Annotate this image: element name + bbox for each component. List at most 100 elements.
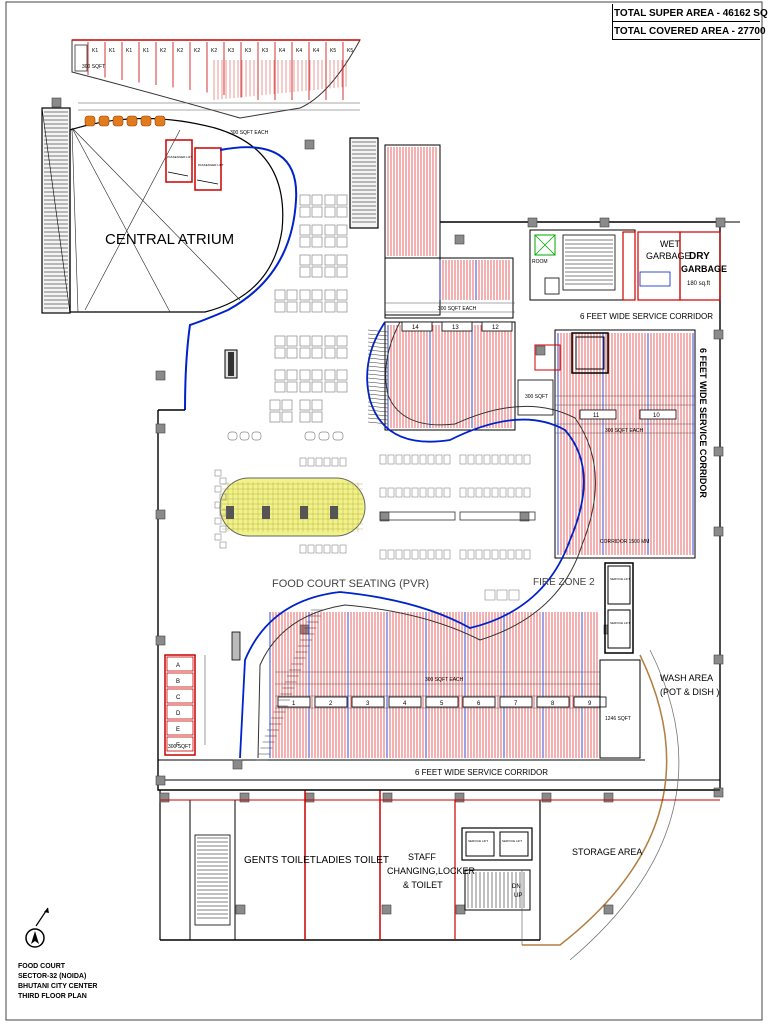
table-seat bbox=[214, 501, 222, 509]
structural-column bbox=[535, 345, 546, 356]
table-seat bbox=[311, 194, 323, 206]
bench-seat bbox=[515, 487, 523, 498]
structural-column bbox=[159, 792, 170, 803]
bench-seat bbox=[379, 454, 387, 465]
table-seat bbox=[299, 544, 307, 554]
central-atrium-area bbox=[41, 107, 298, 411]
bench-seat bbox=[515, 549, 523, 560]
table-seat bbox=[336, 224, 348, 236]
table-seat bbox=[299, 411, 311, 423]
structural-column bbox=[713, 654, 724, 665]
kiosk-label: K3 bbox=[262, 48, 268, 54]
bench-seat bbox=[459, 549, 467, 560]
bench-seat bbox=[443, 454, 451, 465]
kiosk-label: K2 bbox=[194, 48, 200, 54]
table-seat bbox=[307, 544, 315, 554]
kiosk-letter: B bbox=[176, 679, 180, 685]
structural-column bbox=[155, 423, 166, 434]
structural-column bbox=[304, 792, 315, 803]
shop-number: 13 bbox=[452, 325, 459, 331]
bench-seat bbox=[403, 549, 411, 560]
label-1246-sqft: 1246 SQFT bbox=[605, 716, 631, 722]
table-seat bbox=[324, 369, 336, 381]
table-seat bbox=[339, 544, 347, 554]
counter-tick bbox=[367, 369, 389, 373]
label-staff-changing-3: & TOILET bbox=[403, 880, 443, 890]
north-arrow-icon bbox=[25, 907, 49, 948]
bench-seat bbox=[411, 549, 419, 560]
structural-column bbox=[603, 904, 614, 915]
shop-box bbox=[441, 321, 473, 332]
table-seat bbox=[219, 525, 227, 533]
counter-tick bbox=[367, 389, 389, 393]
bench-seat bbox=[467, 549, 475, 560]
shop-number: 1 bbox=[292, 701, 296, 707]
table-seat bbox=[274, 335, 286, 347]
lift-label: SERVICE LIFT bbox=[502, 839, 522, 843]
table-seat bbox=[274, 289, 286, 301]
kiosk-label: K2 bbox=[177, 48, 183, 54]
structural-column bbox=[299, 624, 310, 635]
bench-seat bbox=[499, 549, 507, 560]
table-seat bbox=[274, 369, 286, 381]
table-seat bbox=[299, 206, 311, 218]
table-seat bbox=[332, 431, 344, 441]
kiosk-label: K2 bbox=[160, 48, 166, 54]
label-each-300-a: 300 SQFT EACH bbox=[230, 130, 269, 136]
bench-seat bbox=[459, 454, 467, 465]
structural-column bbox=[155, 509, 166, 520]
counter-tick bbox=[367, 417, 389, 421]
table-seat bbox=[323, 457, 331, 467]
table-seat bbox=[214, 517, 222, 525]
structural-column bbox=[715, 217, 726, 228]
shop-box bbox=[462, 696, 496, 708]
kiosk-letter: F bbox=[176, 743, 180, 749]
total-super-area: TOTAL SUPER AREA - 46162 SQFT bbox=[614, 8, 768, 19]
bottom-rooms bbox=[160, 789, 720, 945]
bench-seat bbox=[475, 549, 483, 560]
table-seat bbox=[324, 301, 336, 313]
bench-seat bbox=[523, 549, 531, 560]
table-seat bbox=[299, 266, 311, 278]
shop-number: 3 bbox=[366, 701, 370, 707]
label-wet-garbage: WET bbox=[660, 239, 680, 249]
bench-seat bbox=[475, 487, 483, 498]
bench-seat bbox=[523, 454, 531, 465]
bench-seat bbox=[395, 487, 403, 498]
counter-tick bbox=[367, 421, 389, 425]
bench-seat bbox=[496, 589, 508, 601]
shop-box bbox=[425, 696, 459, 708]
bench-seat bbox=[411, 487, 419, 498]
table-seat bbox=[299, 289, 311, 301]
label-dry-garbage-area: 180 sq.ft bbox=[687, 281, 710, 287]
table-seat bbox=[281, 399, 293, 411]
structural-column bbox=[454, 234, 465, 245]
bench-seat bbox=[403, 454, 411, 465]
atrium-kiosk bbox=[84, 115, 96, 127]
table-seat bbox=[324, 236, 336, 248]
bench-seat bbox=[467, 487, 475, 498]
bench-seat bbox=[419, 487, 427, 498]
table-seat bbox=[286, 369, 298, 381]
shop-box bbox=[639, 409, 677, 420]
table-seat bbox=[274, 381, 286, 393]
structural-column bbox=[527, 217, 538, 228]
kiosk-label: K4 bbox=[279, 48, 285, 54]
table-seat bbox=[315, 457, 323, 467]
bench-seat bbox=[387, 454, 395, 465]
bench-seat bbox=[507, 549, 515, 560]
table-seat bbox=[311, 236, 323, 248]
table-seat bbox=[324, 266, 336, 278]
table-seat bbox=[219, 477, 227, 485]
label-central-atrium: CENTRAL ATRIUM bbox=[105, 231, 234, 248]
bench-seat bbox=[507, 454, 515, 465]
table-seat bbox=[311, 206, 323, 218]
shop-number: 14 bbox=[412, 325, 419, 331]
kiosk-cell bbox=[166, 720, 194, 736]
label-corridor-1500: CORRIDOR 1500 MM bbox=[600, 539, 649, 545]
bench-seat bbox=[467, 454, 475, 465]
bench-seat bbox=[435, 549, 443, 560]
table-seat bbox=[311, 335, 323, 347]
label-300-sqft-top: 300 SQFT bbox=[82, 64, 105, 70]
